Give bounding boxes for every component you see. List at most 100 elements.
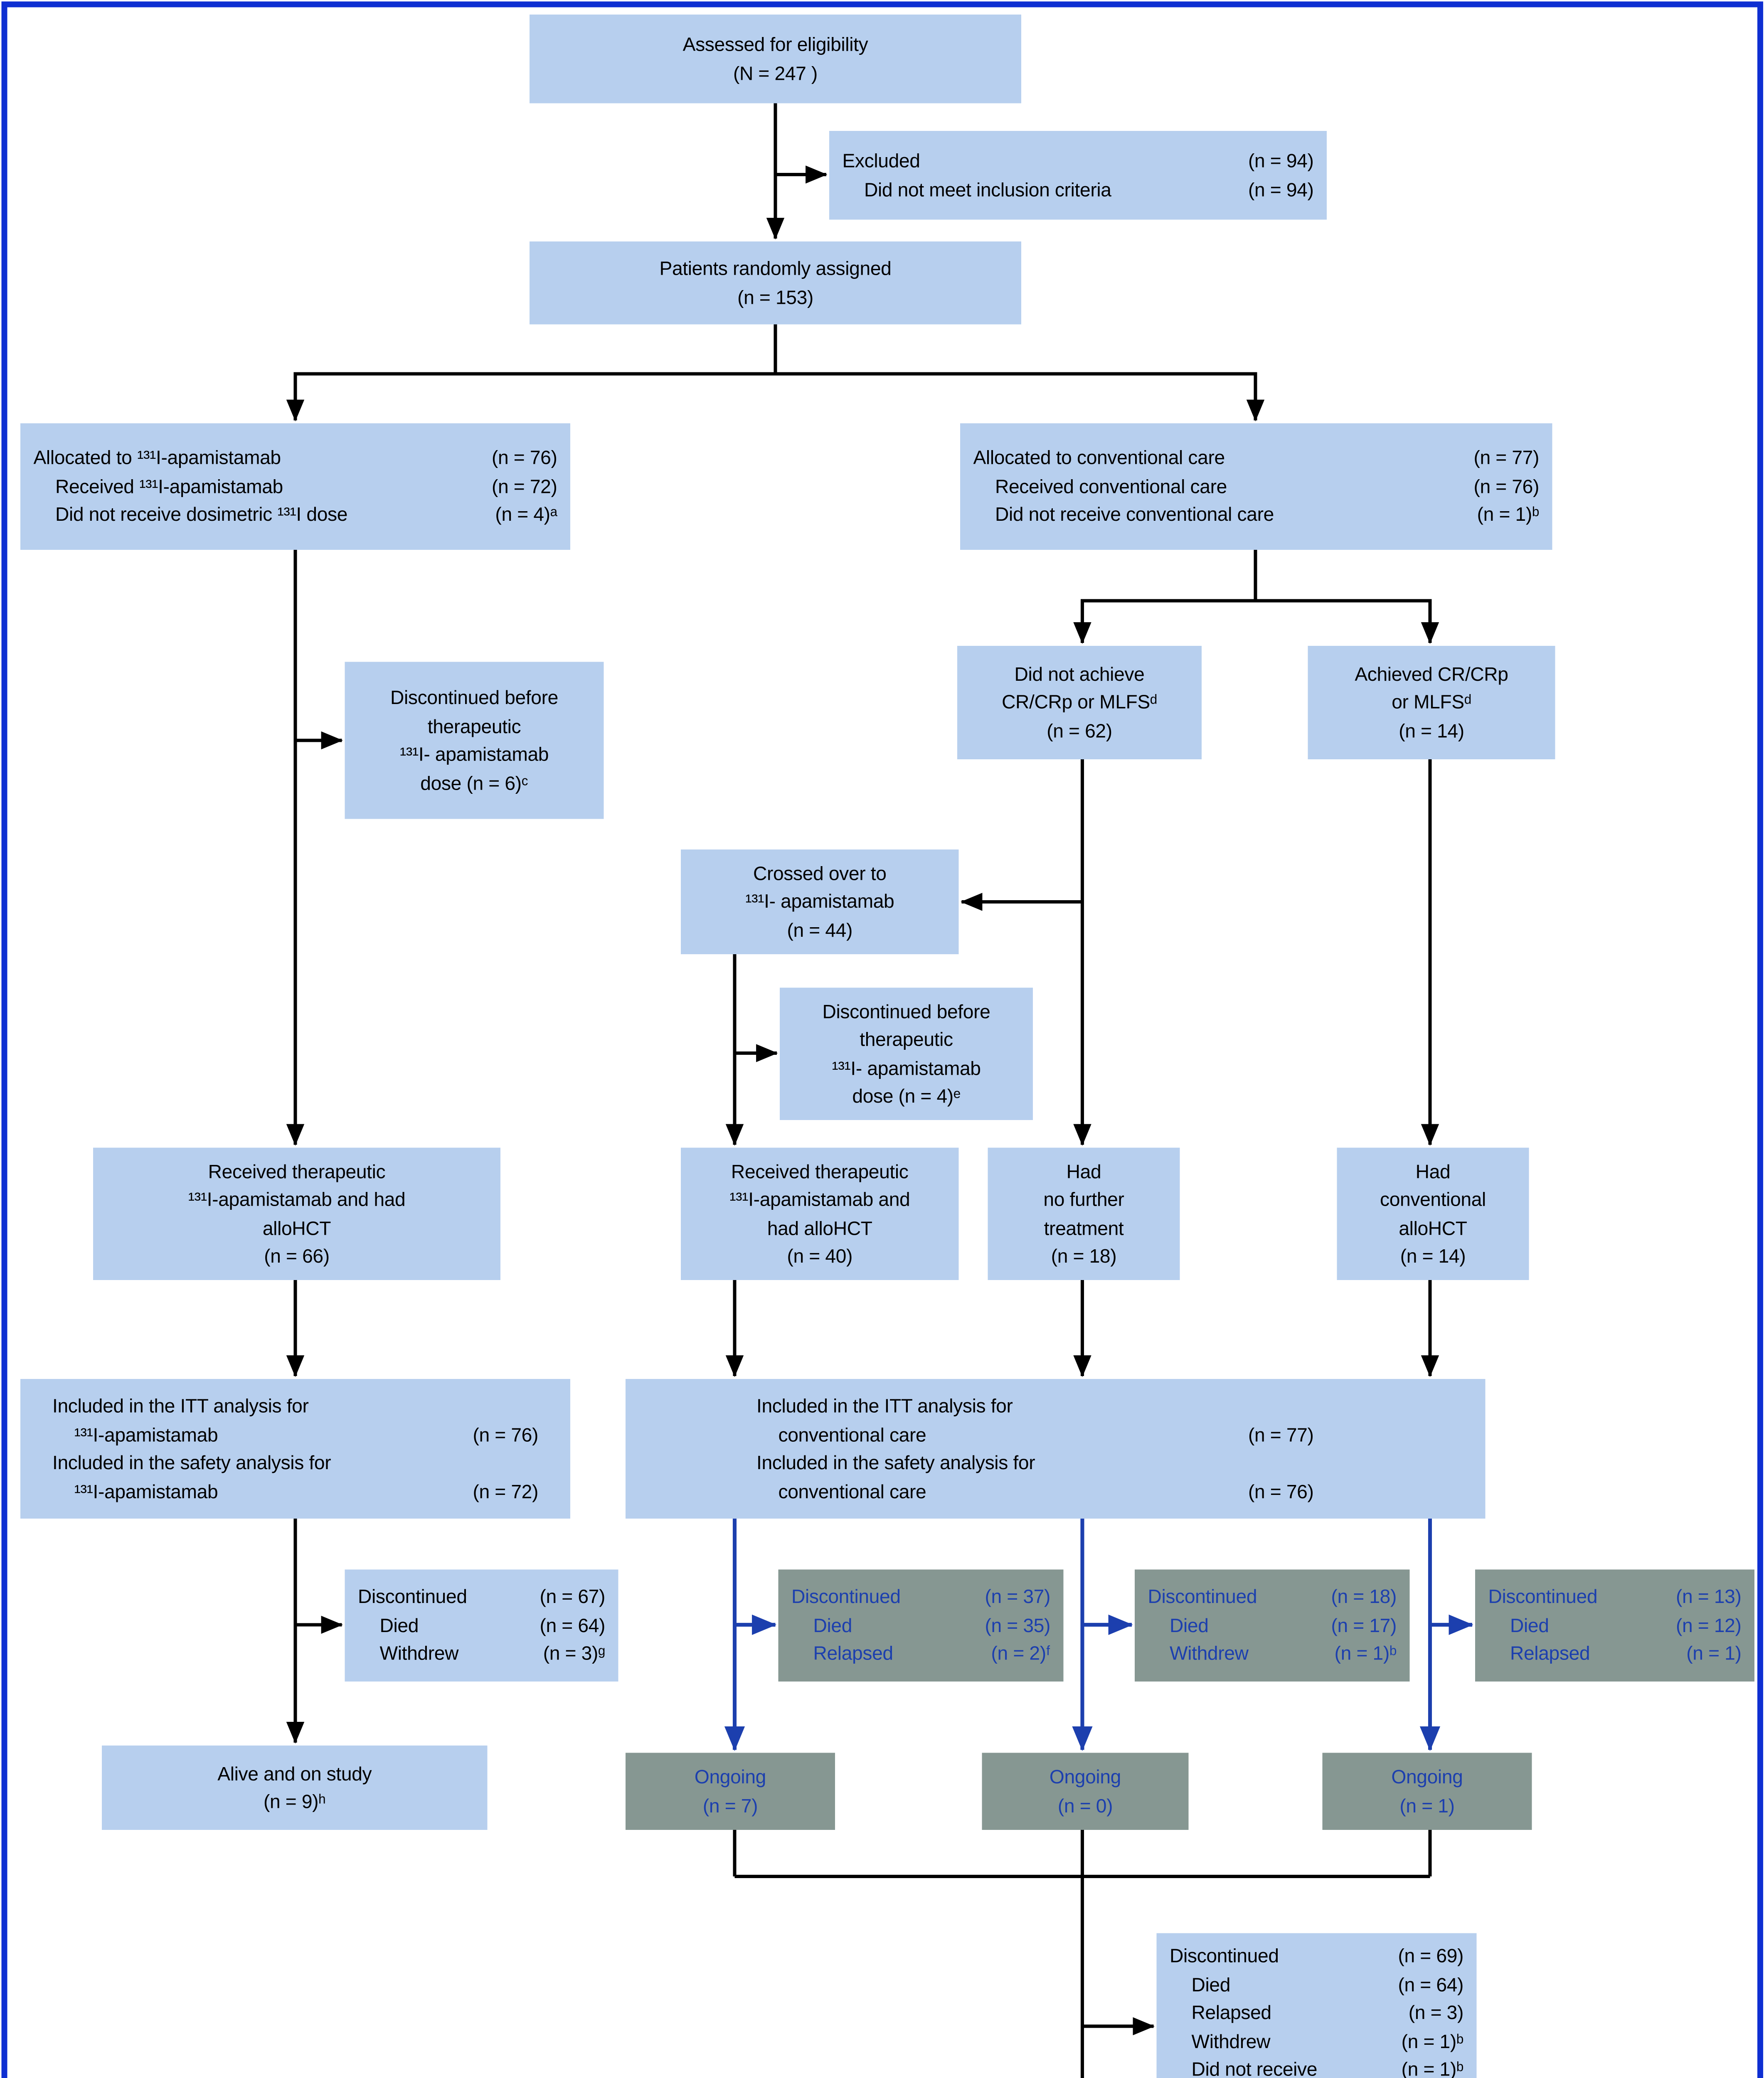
box-had-conventional-allohct: Had conventional alloHCT (n = 14): [1337, 1147, 1529, 1280]
disc-69-value: (n = 1)ᵇ: [1401, 2030, 1464, 2052]
disc-before-left-line: dose (n = 6)ᶜ: [420, 771, 528, 794]
itt-left-value: (n = 72): [473, 1480, 538, 1502]
disc-13-row: Relapsed (n = 1): [1488, 1640, 1742, 1668]
itt-right-label: Included in the safety analysis for: [756, 1452, 1035, 1474]
ongoing-0-line: Ongoing: [1049, 1766, 1121, 1788]
disc-before-left-line: therapeutic: [427, 715, 521, 737]
box-disc-before-therapeutic-mid: Discontinued before therapeutic ¹³¹I- ap…: [780, 987, 1033, 1120]
disc-67-value: (n = 67): [540, 1586, 605, 1608]
box-discontinued-69: Discontinued(n = 69) Died(n = 64) Relaps…: [1156, 1933, 1477, 2078]
disc-37-value: (n = 37): [985, 1586, 1050, 1608]
disc-before-left-line: Discontinued before: [390, 687, 558, 709]
alloc-right-row: Received conventional care(n = 76): [973, 473, 1539, 501]
arrow-randomized-to-alloc-right: [775, 372, 1265, 421]
excluded-value: (n = 94): [1248, 178, 1314, 200]
alive-9-line: (n = 9)ʰ: [263, 1790, 326, 1813]
arrow-alloc-right-to-did-not-achieve: [1073, 549, 1257, 644]
conventional-allohct-line: (n = 14): [1400, 1245, 1466, 1267]
box-excluded: Excluded(n = 94) Did not meet inclusion …: [829, 131, 1327, 220]
disc-69-row: Discontinued(n = 69): [1170, 1942, 1463, 1970]
itt-right-row: Included in the safety analysis for: [756, 1449, 1314, 1477]
alloc-right-label: Did not receive conventional care: [995, 503, 1274, 526]
itt-left-row: Included in the safety analysis for: [52, 1449, 538, 1477]
disc-13-label: Discontinued: [1488, 1586, 1598, 1608]
disc-37-value: (n = 35): [985, 1614, 1050, 1636]
disc-before-mid-line: therapeutic: [860, 1028, 953, 1051]
disc-13-value: (n = 12): [1675, 1614, 1742, 1636]
excluded-row: Excluded(n = 94): [843, 147, 1314, 175]
disc-67-row: Withdrew(n = 3)ᵍ: [358, 1640, 606, 1668]
itt-left-row: Included in the ITT analysis for: [52, 1392, 538, 1421]
itt-left-row: ¹³¹I-apamistamab (n = 72): [52, 1477, 539, 1505]
did-not-achieve-line: CR/CRp or MLFSᵈ: [1002, 691, 1157, 713]
received-left-line: alloHCT: [262, 1216, 331, 1239]
box-disc-before-therapeutic-left: Discontinued before therapeutic ¹³¹I- ap…: [345, 662, 604, 819]
disc-69-value: (n = 3): [1408, 2002, 1464, 2024]
disc-18-value: (n = 18): [1331, 1586, 1397, 1608]
disc-67-label: Withdrew: [379, 1642, 459, 1664]
itt-right-row: Included in the ITT analysis for: [756, 1392, 1314, 1421]
alloc-left-row: Allocated to ¹³¹I-apamistamab(n = 76): [34, 444, 557, 472]
box-crossed-over: Crossed over to ¹³¹I- apamistamab (n = 4…: [681, 849, 959, 954]
disc-13-row: Died(n = 12): [1488, 1611, 1742, 1640]
alloc-right-label: Allocated to conventional care: [973, 447, 1225, 469]
disc-before-mid-line: ¹³¹I- apamistamab: [832, 1056, 981, 1079]
disc-37-label: Discontinued: [791, 1586, 901, 1608]
received-left-line: Received therapeutic: [208, 1160, 386, 1182]
disc-18-row: Withdrew(n = 1)ᵇ: [1148, 1640, 1397, 1668]
box-randomized-line1: Patients randomly assigned: [659, 257, 892, 280]
alloc-right-label: Received conventional care: [995, 475, 1227, 497]
box-randomized-line2: (n = 153): [737, 286, 813, 308]
itt-right-value: (n = 76): [1248, 1480, 1314, 1502]
box-discontinued-18: Discontinued (n = 18) Died(n = 17) Withdr…: [1135, 1569, 1410, 1682]
disc-67-row: Died(n = 64): [358, 1611, 606, 1640]
disc-18-row: Discontinued (n = 18): [1148, 1583, 1397, 1611]
box-alive-on-study-9: Alive and on study (n = 9)ʰ: [102, 1746, 488, 1830]
disc-13-value: (n = 1): [1686, 1642, 1742, 1664]
ongoing-7-line: Ongoing: [694, 1766, 766, 1788]
excluded-row: Did not meet inclusion criteria(n = 94): [843, 175, 1314, 204]
received-mid-line: (n = 40): [787, 1245, 852, 1267]
disc-69-row: Relapsed(n = 3): [1170, 1999, 1464, 2027]
box-discontinued-67: Discontinued(n = 67) Died(n = 64) Withdr…: [345, 1569, 618, 1682]
alloc-left-value: (n = 76): [491, 447, 557, 469]
crossed-over-line: (n = 44): [787, 919, 852, 941]
disc-37-row: Died(n = 35): [791, 1611, 1051, 1640]
disc-18-value: (n = 1)ᵇ: [1334, 1642, 1397, 1664]
crossed-over-line: Crossed over to: [753, 862, 887, 884]
no-further-line: Had: [1066, 1160, 1101, 1182]
itt-right-label: conventional care: [778, 1423, 926, 1445]
achieved-line: (n = 14): [1399, 719, 1464, 742]
disc-13-label: Relapsed: [1510, 1642, 1590, 1664]
alloc-right-row: Allocated to conventional care (n = 77): [973, 444, 1540, 472]
disc-37-value: (n = 2)ᶠ: [991, 1642, 1051, 1664]
alive-9-line: Alive and on study: [217, 1762, 372, 1784]
itt-left-label: ¹³¹I-apamistamab: [74, 1423, 218, 1445]
box-had-no-further-treatment: Had no further treatment (n = 18): [988, 1147, 1180, 1280]
ongoing-7-line: (n = 7): [702, 1794, 758, 1816]
disc-18-row: Died(n = 17): [1148, 1611, 1397, 1640]
received-left-line: (n = 66): [264, 1245, 330, 1267]
conventional-allohct-line: Had: [1415, 1160, 1451, 1182]
disc-69-label: Died: [1191, 1973, 1231, 1995]
disc-18-label: Discontinued: [1148, 1586, 1257, 1608]
disc-13-value: (n = 13): [1675, 1586, 1742, 1608]
alloc-right-value: (n = 77): [1473, 447, 1539, 469]
itt-right-label: conventional care: [778, 1480, 926, 1502]
alloc-left-row: Received ¹³¹I-apamistamab(n = 72): [34, 473, 557, 501]
itt-right-value: (n = 77): [1248, 1423, 1314, 1445]
box-did-not-achieve-cr: Did not achieve CR/CRp or MLFSᵈ (n = 62): [957, 646, 1202, 759]
disc-67-row: Discontinued(n = 67): [358, 1583, 605, 1611]
no-further-line: treatment: [1044, 1216, 1124, 1239]
received-mid-line: Received therapeutic: [731, 1160, 909, 1182]
itt-left-label: ¹³¹I-apamistamab: [74, 1480, 218, 1502]
disc-69-label: Withdrew: [1191, 2030, 1271, 2052]
achieved-line: Achieved CR/CRp: [1355, 663, 1508, 685]
itt-right-label: Included in the ITT analysis for: [756, 1395, 1013, 1417]
disc-13-row: Discontinued (n = 13): [1488, 1583, 1742, 1611]
ongoing-0-line: (n = 0): [1057, 1794, 1113, 1816]
alloc-left-row: Did not receive dosimetric ¹³¹I dose(n =…: [34, 501, 557, 529]
box-discontinued-13: Discontinued (n = 13) Died(n = 12) Relaps…: [1475, 1569, 1754, 1682]
